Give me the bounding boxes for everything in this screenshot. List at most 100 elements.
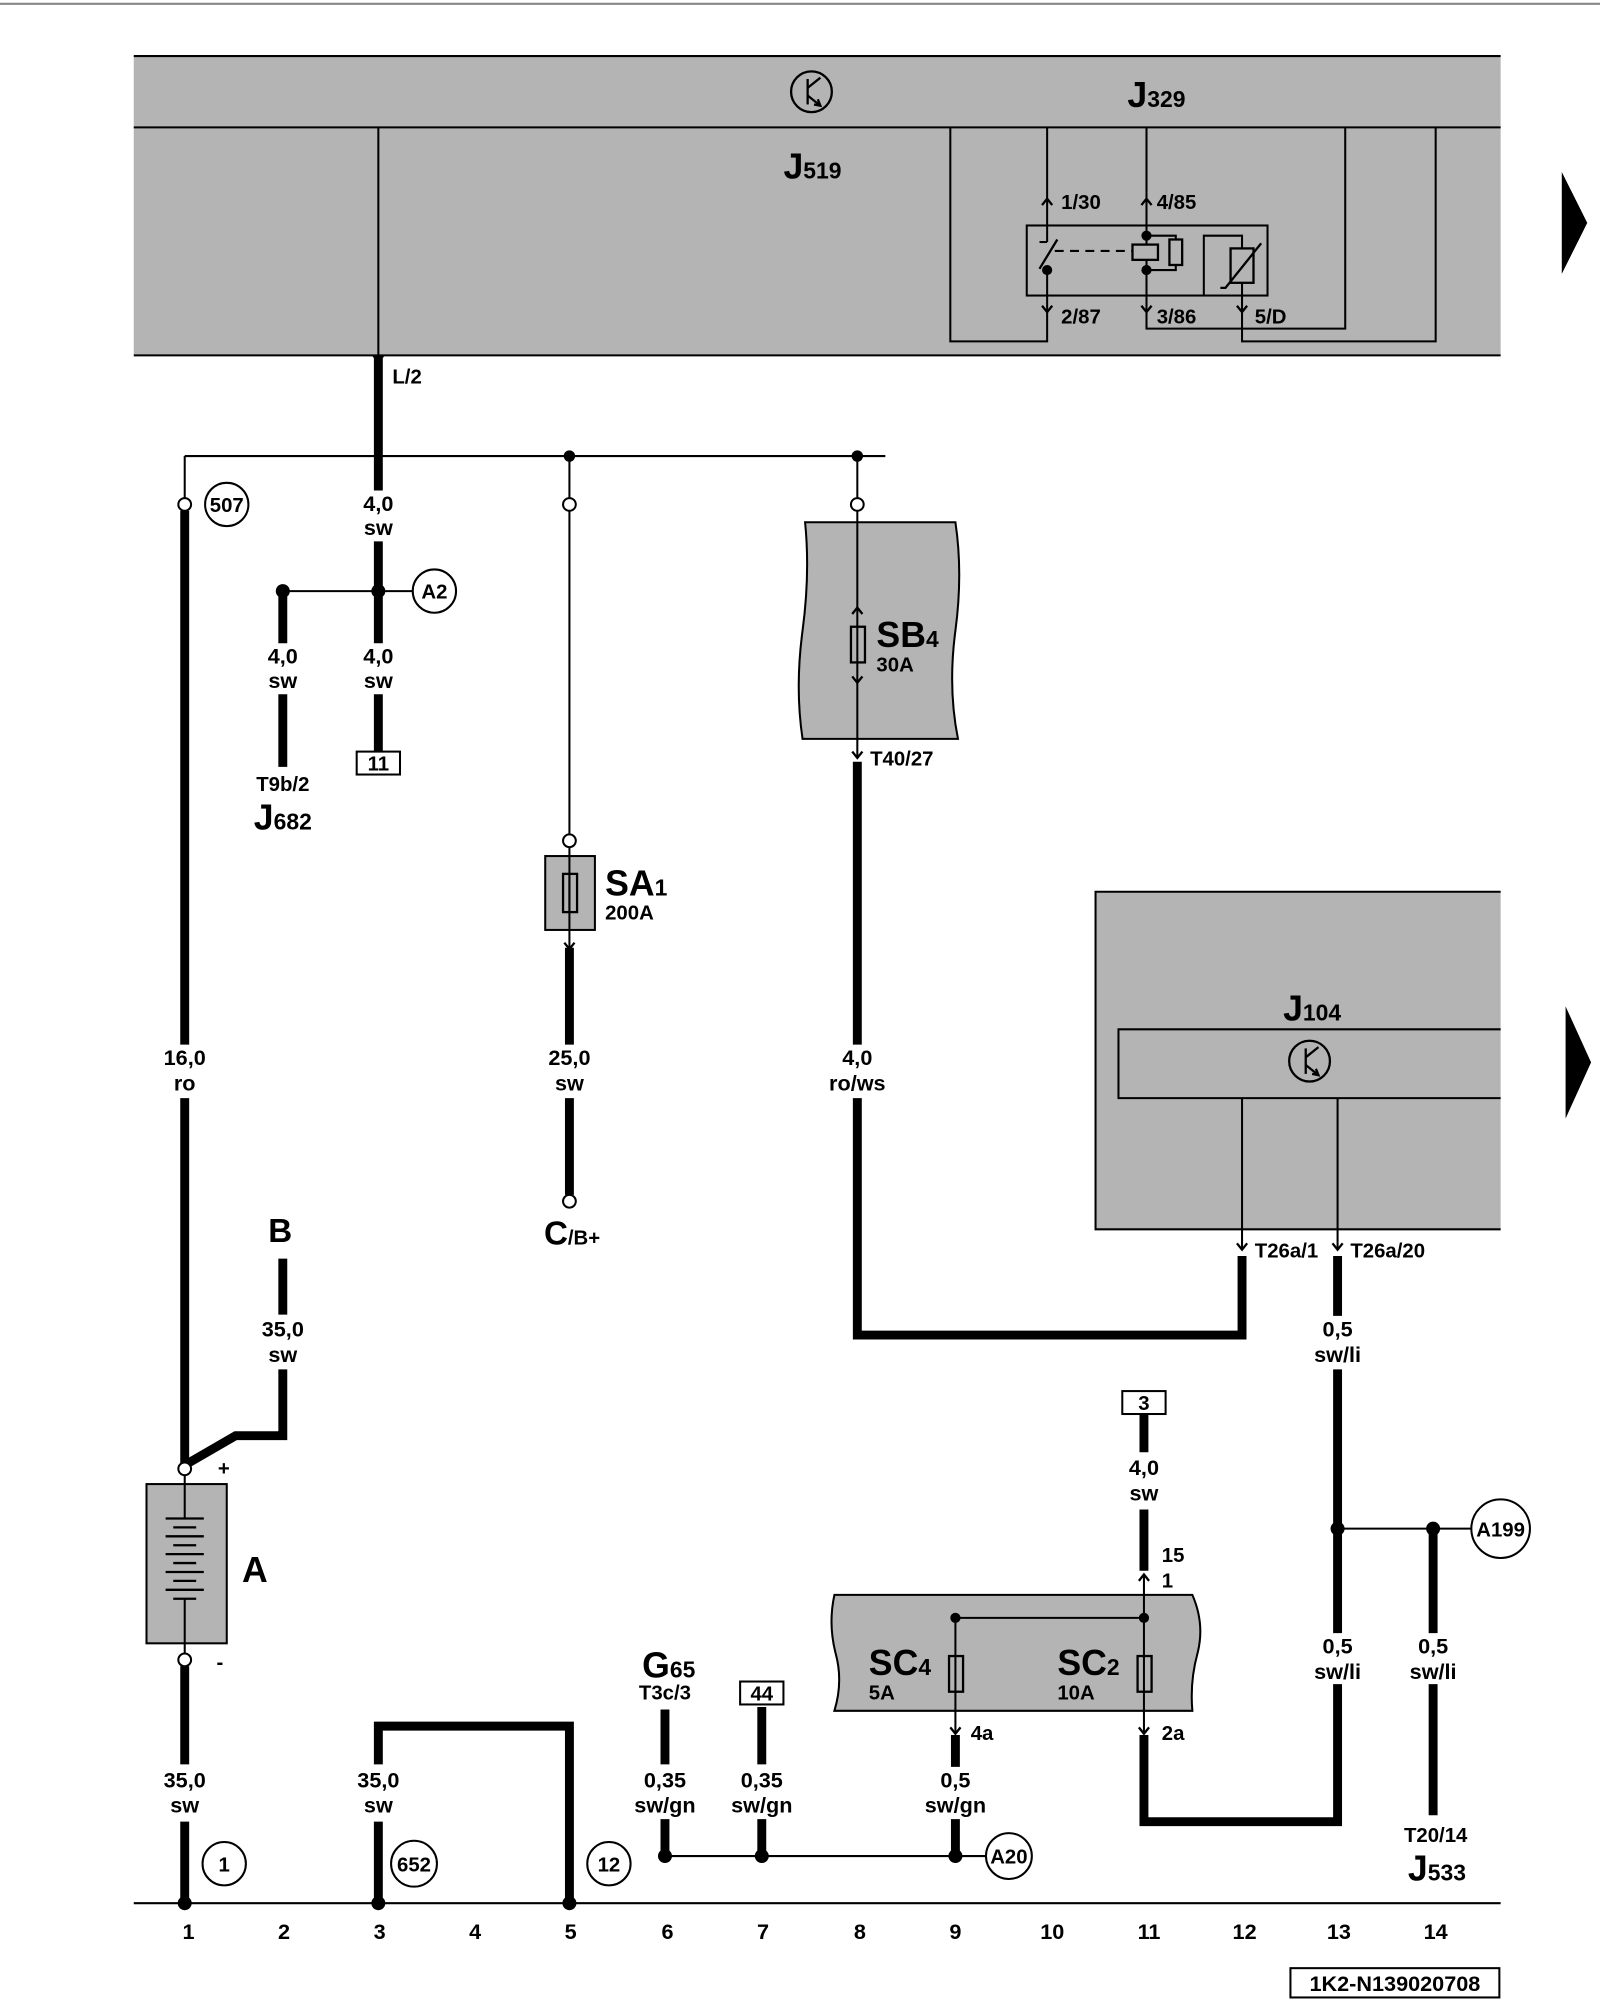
module-j329-label: J329 — [1127, 75, 1185, 115]
reference-box-3-label: 3 — [1138, 1393, 1149, 1415]
fuse-number: 1 — [655, 875, 668, 901]
battery-minus: - — [217, 1652, 224, 1674]
track-number: 5 — [565, 1919, 577, 1944]
track-number: 2 — [278, 1919, 290, 1944]
ground-point-a199-label: A199 — [1476, 1519, 1525, 1541]
pin-arrows — [372, 354, 1344, 1736]
track-number: 8 — [854, 1919, 866, 1944]
pin-label: 4a — [971, 1723, 994, 1745]
wire-size: 25,0 — [548, 1045, 590, 1070]
relay-pin-label: 5/D — [1255, 307, 1287, 329]
wire-size: 0,5 — [1323, 1316, 1353, 1341]
wire-color: sw — [364, 668, 393, 693]
ground-point-12 — [586, 1841, 632, 1887]
module-letter: J — [1408, 1848, 1428, 1888]
wire-size: 16,0 — [164, 1045, 206, 1070]
wire-color: sw/gn — [634, 1793, 695, 1818]
sensor-g65-label: G65 — [642, 1646, 695, 1686]
pin-label: 15 — [1162, 1545, 1185, 1567]
fuse-sc2-rating: 10A — [1057, 1682, 1095, 1704]
pin-label: T40/27 — [870, 749, 933, 771]
reference-box-44-label: 44 — [750, 1684, 773, 1706]
fuse-sc2-label: SC2 — [1057, 1643, 1119, 1683]
wire-color: sw/gn — [731, 1793, 792, 1818]
fuse-sc2-symbol — [1136, 1654, 1153, 1693]
battery-plus: + — [218, 1458, 230, 1480]
module-letter: J — [254, 797, 274, 837]
wire-size: 0,5 — [940, 1767, 970, 1792]
fuse-sa1-rating: 200A — [605, 903, 654, 925]
battery-label: A — [242, 1550, 268, 1590]
module-letter: J — [783, 146, 803, 186]
module-number: 682 — [274, 808, 312, 834]
fuse-sb4-label: SB4 — [876, 615, 939, 655]
fuse-sc4-label: SC4 — [869, 1643, 932, 1683]
pin-label: T26a/20 — [1350, 1240, 1425, 1262]
module-j519-label: J519 — [783, 146, 841, 186]
reference-box-11-label: 11 — [368, 754, 390, 776]
terminal-c-label: C/B+ — [544, 1216, 600, 1253]
relay — [949, 127, 1437, 343]
wire-color: sw — [364, 515, 393, 540]
module-number: 533 — [1428, 1859, 1466, 1885]
wire-color: sw/gn — [925, 1793, 986, 1818]
wire-size: 0,5 — [1418, 1634, 1448, 1659]
fuse-box-sb4 — [797, 521, 961, 740]
module-letter: J — [1127, 75, 1147, 115]
wire-size: 0,5 — [1323, 1634, 1353, 1659]
continuation-arrow-icon[interactable] — [1561, 171, 1588, 274]
module-j104-border — [1094, 890, 1501, 1231]
fuse-sb4-rating: 30A — [876, 654, 914, 676]
track-number: 7 — [757, 1919, 769, 1944]
ground-point-12-label: 12 — [598, 1854, 621, 1876]
module-j104-inner-box — [1117, 1028, 1501, 1100]
pin-label: T3c/3 — [639, 1682, 691, 1704]
pin-label: L/2 — [392, 366, 421, 388]
ground-point-507 — [204, 481, 250, 528]
fuse-sc4-symbol — [947, 1654, 965, 1693]
fuse-letter: SB — [876, 615, 926, 655]
module-j533-label: J533 — [1408, 1848, 1466, 1888]
ground-point-a20-label: A20 — [990, 1847, 1027, 1869]
wire-color: sw — [555, 1070, 584, 1095]
ground-point-a20 — [984, 1832, 1033, 1880]
module-j104-box — [1095, 891, 1501, 1230]
relay-pin-label: 2/87 — [1061, 307, 1101, 329]
fuse-sa1-symbol — [561, 872, 579, 914]
reference-box-44 — [739, 1680, 785, 1706]
track-numbers: 1 2 3 4 5 6 7 8 9 10 11 12 13 14 — [183, 1919, 1448, 1944]
track-number: 6 — [661, 1919, 673, 1944]
wire-color: sw/li — [1314, 1342, 1361, 1367]
doc-id-box — [1289, 1967, 1501, 1999]
wire-size: 0,35 — [644, 1767, 686, 1792]
control-unit-icon — [1288, 1039, 1332, 1083]
module-number: 104 — [1303, 999, 1341, 1025]
continuation-arrow-icon[interactable] — [1565, 1006, 1592, 1119]
fuse-letter: SA — [605, 864, 655, 904]
wire-color: sw — [364, 1793, 393, 1818]
doc-id: 1K2-N139020708 — [1309, 1971, 1480, 1996]
module-j329-box — [133, 56, 1501, 128]
module-letter: G — [642, 1646, 670, 1686]
track-number: 14 — [1424, 1919, 1448, 1944]
module-j519-box — [133, 127, 1501, 356]
wire-size: 4,0 — [268, 644, 298, 669]
ground-point-652-label: 652 — [397, 1854, 431, 1876]
terminal-letter: C — [544, 1216, 568, 1253]
track-number: 13 — [1327, 1919, 1351, 1944]
relay-pin-label: 1/30 — [1061, 192, 1101, 214]
track-number: 3 — [374, 1919, 386, 1944]
fuse-letter: SC — [1057, 1643, 1107, 1683]
pin-label: 2a — [1162, 1723, 1185, 1745]
wire-color: sw/li — [1314, 1659, 1361, 1684]
ground-point-1-label: 1 — [219, 1854, 230, 1876]
fuse-box-sc — [830, 1593, 1202, 1712]
fuse-sc4-rating: 5A — [869, 1682, 895, 1704]
wire-size: 35,0 — [357, 1767, 399, 1792]
ground-point-a2-label: A2 — [421, 582, 447, 604]
module-number: 329 — [1147, 86, 1185, 112]
control-unit-icon — [789, 70, 833, 114]
wire-size: 4,0 — [1129, 1455, 1159, 1480]
relay-pin-label: 3/86 — [1157, 307, 1197, 329]
